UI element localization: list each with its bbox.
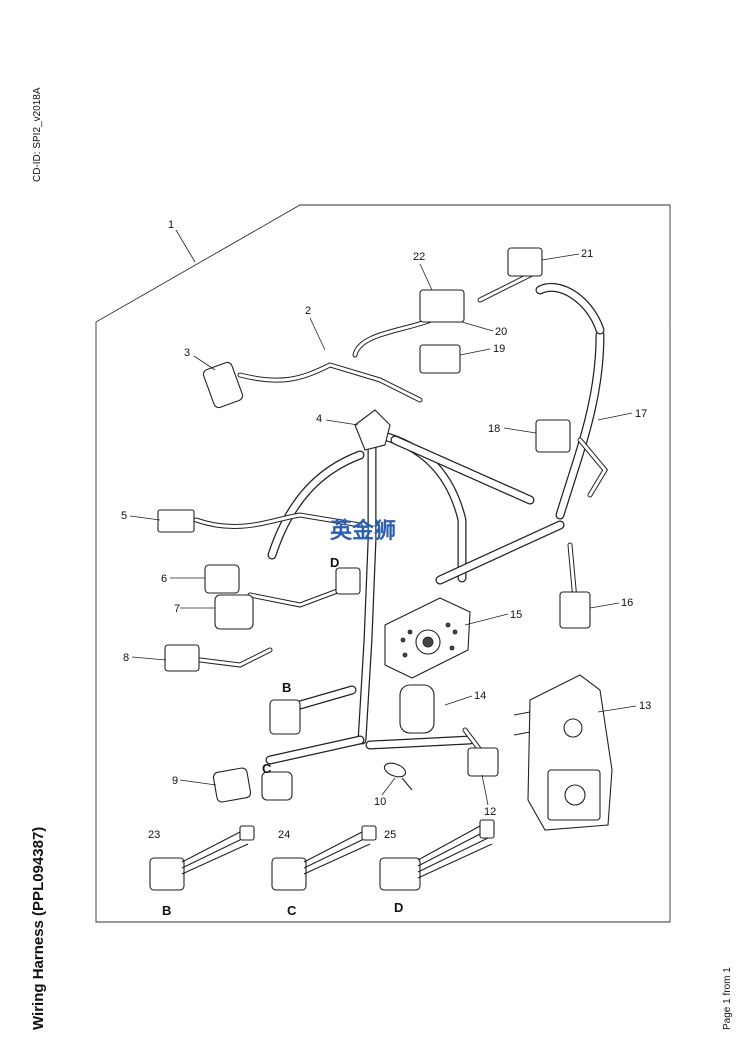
connector-9 xyxy=(212,767,252,803)
callout-5: 5 xyxy=(121,510,127,522)
callout-6: 6 xyxy=(161,573,167,585)
connector-22 xyxy=(419,289,465,323)
pigtail-25 xyxy=(379,819,495,891)
letter-b: B xyxy=(282,680,291,695)
callout-8: 8 xyxy=(123,652,129,664)
callout-numbers: 1 2 3 4 5 6 7 8 9 10 12 13 14 15 16 17 1… xyxy=(121,219,651,841)
callout-15: 15 xyxy=(510,609,522,621)
leader-lines xyxy=(129,229,637,806)
connector-16 xyxy=(559,591,591,629)
callout-14: 14 xyxy=(474,690,486,702)
callout-10: 10 xyxy=(374,796,386,808)
callout-12: 12 xyxy=(484,806,496,818)
callout-22: 22 xyxy=(413,251,425,263)
callout-19: 19 xyxy=(493,343,505,355)
callout-2: 2 xyxy=(305,305,311,317)
clip-10 xyxy=(383,762,413,791)
connector-3 xyxy=(202,361,244,409)
bracket-13 xyxy=(513,674,613,831)
callout-17: 17 xyxy=(635,408,647,420)
connector-19 xyxy=(419,344,461,374)
ecu-connector-15 xyxy=(384,597,471,679)
diagram-frame xyxy=(95,204,671,923)
connectors xyxy=(157,247,591,803)
connector-d xyxy=(335,567,361,595)
callout-23: 23 xyxy=(148,829,160,841)
pigtail-24 xyxy=(271,825,377,891)
callout-18: 18 xyxy=(488,423,500,435)
callout-1: 1 xyxy=(168,219,174,231)
callout-3: 3 xyxy=(184,347,190,359)
callout-4: 4 xyxy=(316,413,322,425)
connector-6 xyxy=(204,564,240,594)
letter-c: C xyxy=(262,761,272,776)
letter-d: D xyxy=(330,555,339,570)
connector-8 xyxy=(164,644,200,672)
pigtail-23 xyxy=(149,825,255,891)
callout-9: 9 xyxy=(172,775,178,787)
connector-21 xyxy=(507,247,543,277)
callout-13: 13 xyxy=(639,700,651,712)
junction-4 xyxy=(354,409,391,451)
callout-20: 20 xyxy=(495,326,507,338)
connector-b xyxy=(269,699,301,735)
letter-c-pigtail: C xyxy=(287,903,297,918)
harness-trunks xyxy=(265,282,605,765)
callout-7: 7 xyxy=(174,603,180,615)
connector-7 xyxy=(214,594,254,630)
callout-25: 25 xyxy=(384,829,396,841)
callout-24: 24 xyxy=(278,829,290,841)
callout-21: 21 xyxy=(581,248,593,260)
callout-16: 16 xyxy=(621,597,633,609)
letter-d-pigtail: D xyxy=(394,900,403,915)
connector-18 xyxy=(535,419,571,453)
letter-b-pigtail: B xyxy=(162,903,171,918)
reference-letters: D B C B C D xyxy=(162,555,403,918)
connector-5 xyxy=(157,509,195,533)
connector-14 xyxy=(399,684,435,734)
branch-wires xyxy=(193,267,609,753)
watermark: 英金狮 xyxy=(330,518,396,544)
connector-12 xyxy=(467,747,499,777)
connector-c xyxy=(261,771,293,801)
